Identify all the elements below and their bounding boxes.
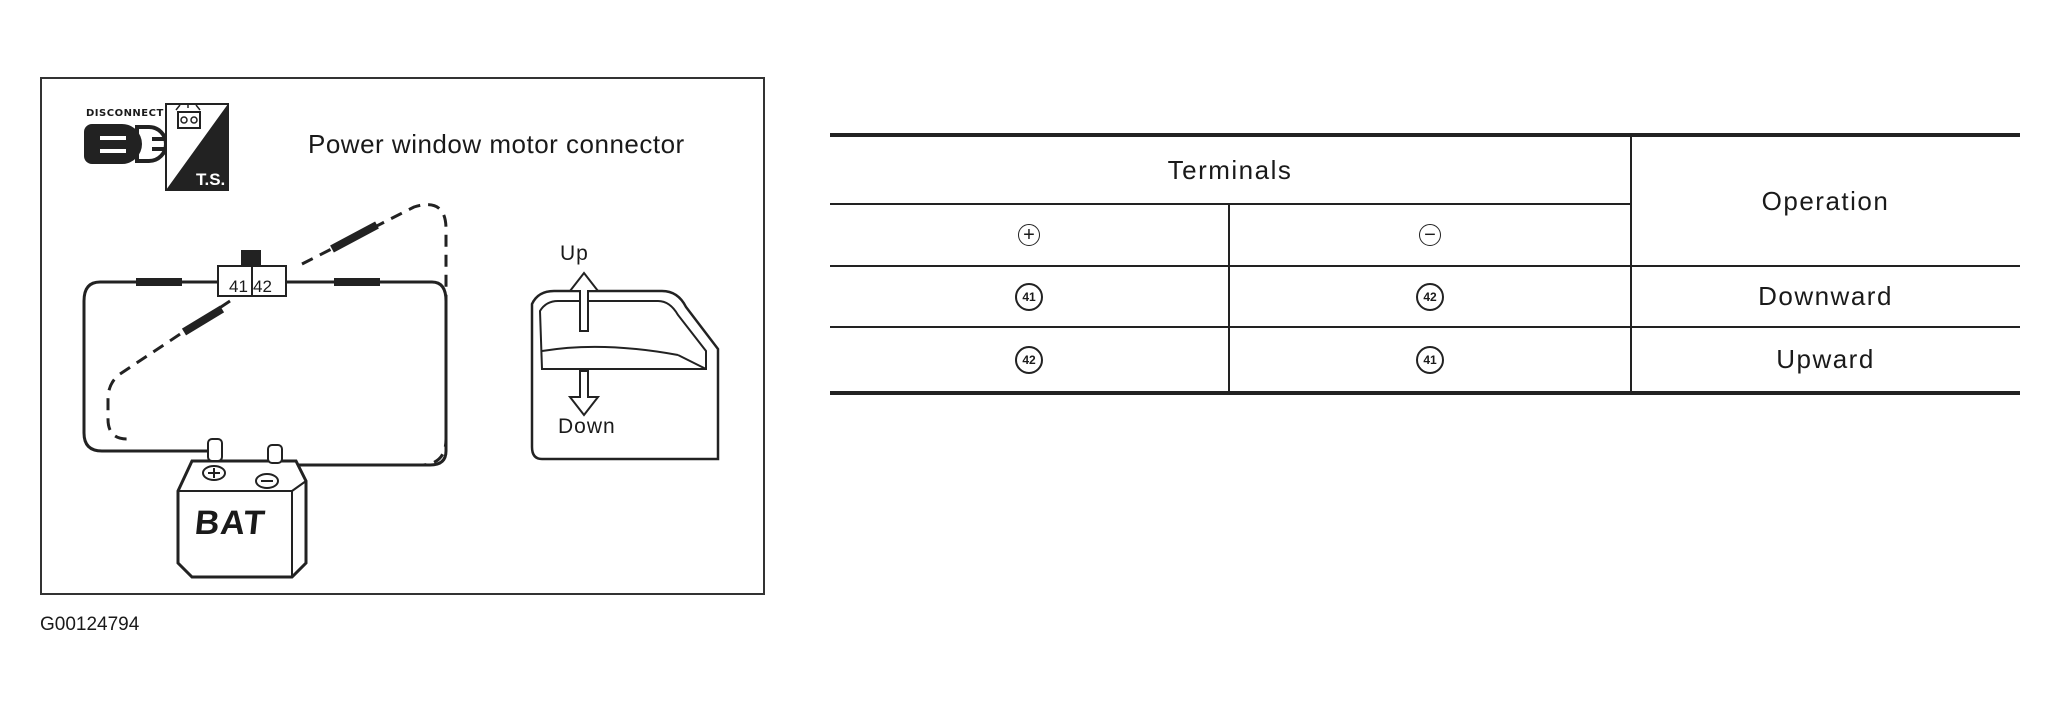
door-window-illustration (530, 289, 720, 461)
table-cell: 42 (830, 328, 1228, 391)
table-divider (1228, 203, 1230, 393)
pin-41-label: 41 (229, 277, 248, 296)
dashed-wire (301, 203, 448, 467)
minus-sign-icon: − (1419, 223, 1441, 246)
ts-label: T.S. (196, 170, 226, 189)
solid-wire (82, 280, 218, 453)
table-divider (830, 326, 2020, 328)
battery-label: BAT (193, 504, 268, 542)
pin-42-label: 42 (253, 277, 272, 296)
dashed-wire-left (106, 299, 231, 441)
disconnect-connector-icon (84, 124, 168, 164)
down-arrow-icon (567, 370, 601, 417)
table-divider (830, 203, 1630, 205)
up-arrow-icon (567, 271, 601, 332)
test-lead-probe (330, 221, 379, 253)
down-label: Down (558, 415, 616, 438)
header-minus: − (1230, 204, 1630, 265)
table-top-border (830, 133, 2020, 137)
table-divider (1630, 133, 1632, 393)
disconnect-label: DISCONNECT (86, 108, 164, 119)
test-lead-probe (181, 305, 225, 336)
table-cell: 41 (830, 267, 1228, 326)
table-bottom-border (830, 391, 2020, 395)
terminal-number: 41 (1015, 282, 1043, 311)
solid-wire-right (273, 280, 448, 467)
test-probe-icon (165, 103, 229, 191)
table-cell: 42 (1230, 267, 1630, 326)
terminal-number: 42 (1416, 282, 1444, 311)
test-lead-probe (334, 278, 380, 286)
up-label: Up (560, 242, 589, 265)
terminal-operation-table: Terminals Operation + − 41 42 Downward 4… (830, 133, 2020, 397)
table-divider (830, 265, 2020, 267)
operation-cell: Upward (1776, 344, 1875, 374)
terminal-number: 41 (1416, 345, 1444, 374)
terminal-number: 42 (1015, 345, 1043, 374)
test-lead-probe (136, 278, 182, 286)
connector-diagram-panel: DISCONNECT T.S. Power window motor conne… (40, 77, 765, 595)
figure-id: G00124794 (40, 614, 140, 635)
plus-sign-icon: + (1018, 223, 1040, 246)
header-operation: Operation (1761, 185, 1890, 216)
diagram-title: Power window motor connector (308, 129, 685, 159)
header-terminals: Terminals (1167, 154, 1293, 185)
header-plus: + (830, 204, 1228, 265)
wiring-diagram (82, 103, 720, 579)
table-cell: 41 (1230, 328, 1630, 391)
battery (176, 438, 308, 579)
operation-cell: Downward (1758, 281, 1893, 311)
